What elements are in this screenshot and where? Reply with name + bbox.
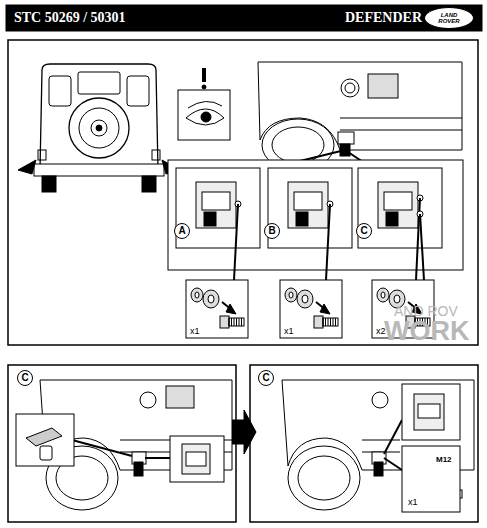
fixing-set: [186, 280, 248, 338]
header-bar: [6, 5, 482, 31]
callout-letter: C: [21, 373, 28, 384]
vehicle-rear: [18, 64, 180, 192]
logo-text: LAND ROVER: [434, 12, 464, 25]
watermark: WORK: [384, 318, 469, 345]
option-letter: C: [17, 370, 33, 386]
bracket-option: [358, 168, 442, 280]
sequence-arrow: [232, 410, 256, 454]
fixing-set: [280, 280, 342, 338]
option-letter: B: [264, 223, 280, 239]
part-number-title: STC 50269 / 50301: [14, 11, 126, 25]
callout-letter: A: [178, 226, 185, 237]
fitted-view: [282, 380, 474, 512]
option-frame: [168, 160, 463, 270]
model-name: DEFENDER: [345, 11, 422, 25]
quantity: x1: [190, 327, 200, 336]
callout-letter: C: [262, 373, 269, 384]
brand-logo: LAND ROVER: [424, 7, 474, 29]
bracket-option: [268, 168, 352, 280]
panel-frame: [250, 365, 478, 522]
option-letter: A: [174, 223, 190, 239]
callout-letter: C: [360, 226, 367, 237]
option-letter: C: [356, 223, 372, 239]
thread-size: M12: [436, 456, 452, 464]
callout-letter: B: [268, 226, 275, 237]
panel-frame: [8, 365, 236, 522]
bracket-option: [176, 168, 260, 280]
watermark: AND ROV: [394, 304, 458, 318]
quantity: x1: [284, 327, 294, 336]
quantity: x1: [408, 498, 418, 507]
panel-frame: [8, 40, 478, 345]
attention-eye: [178, 68, 230, 140]
vehicle-corner: [255, 62, 462, 172]
fitting-view: [16, 380, 232, 510]
option-letter: C: [258, 370, 274, 386]
